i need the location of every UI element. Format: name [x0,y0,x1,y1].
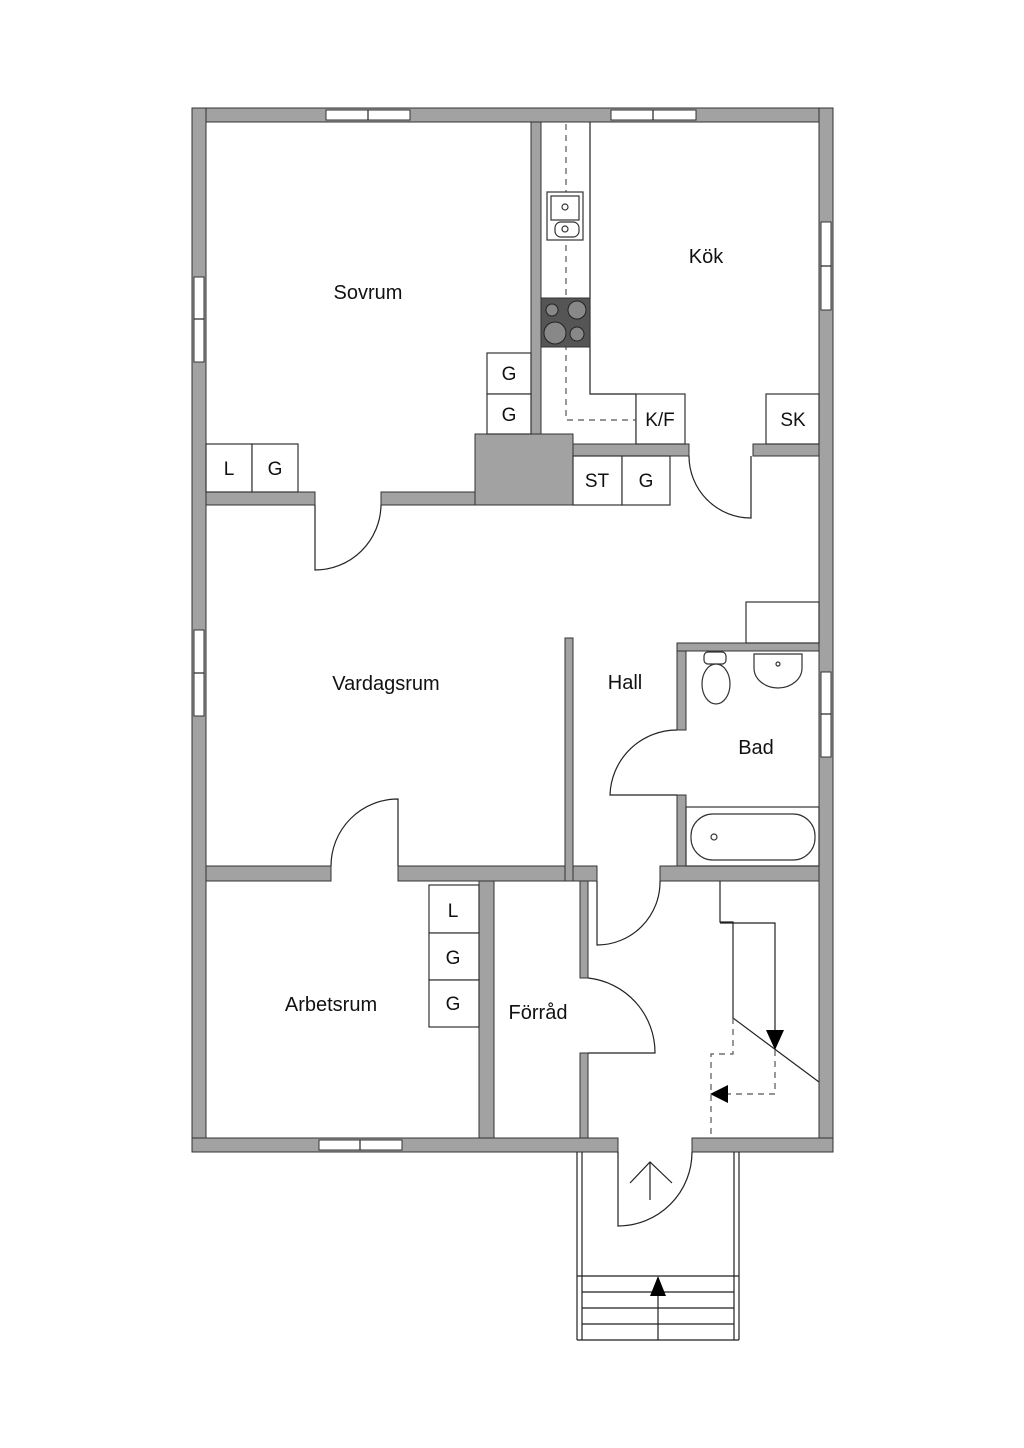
doors [314,455,752,1227]
room-label-sovrum: Sovrum [334,282,403,304]
room-label-bad: Bad [738,737,774,759]
cabinet-label: G [446,948,461,969]
interior-stairs [710,881,820,1138]
cabinets [205,352,820,1028]
cabinet-sk [765,393,820,445]
cabinet-label: K/F [645,410,675,431]
toilet [703,651,727,665]
cabinet-label: G [639,471,654,492]
kitchen-counter [540,122,820,445]
entrance-arrow-icon [629,1161,673,1200]
room-label-vardagsrum: Vardagsrum [332,673,439,695]
cabinet-label: SK [780,410,806,431]
cabinet-label: G [502,364,517,385]
cabinet-label: L [448,901,459,922]
windows [193,109,832,1151]
fridge-freezer [635,393,686,445]
steps-arrow-up-icon [650,1276,666,1296]
walls [191,107,834,1153]
entrance-steps [576,1152,740,1341]
cabinet-label: G [446,994,461,1015]
washbasin [753,653,803,689]
stair-arrow-down-icon [766,1030,784,1050]
room-label-forrad: Förråd [509,1002,568,1024]
room-label-arbetsrum: Arbetsrum [285,994,377,1016]
room-label-kok: Kök [689,246,724,268]
cabinet-label: G [268,459,283,480]
cabinet-label: ST [585,471,610,492]
stair-arrow-left-icon [710,1085,728,1103]
cabinet-label: G [502,405,517,426]
room-label-hall: Hall [608,672,642,694]
cabinet-label: L [224,459,235,480]
bathroom-fixtures [685,651,820,867]
